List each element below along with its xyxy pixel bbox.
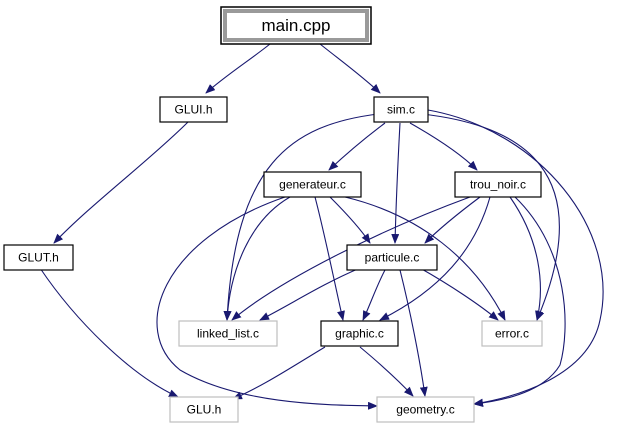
node-glui-h-label: GLUI.h — [174, 103, 212, 117]
edge-main-cpp-to-glui-h — [205, 43, 271, 94]
node-graphic-c-label: graphic.c — [335, 327, 384, 341]
node-graphic-c[interactable]: graphic.c — [320, 320, 399, 347]
edge-particule-c-to-graphic-c — [362, 269, 386, 321]
edge-main-cpp-to-sim-c — [319, 43, 381, 94]
edge-particule-c-to-linked-list-c — [259, 267, 361, 321]
node-sim-c-label: sim.c — [387, 103, 415, 117]
edge-generateur-c-to-geometry-c — [156, 196, 378, 410]
nodes: main.cpp GLUI.h sim.c GLUT.h generateur.… — [3, 6, 543, 423]
node-particule-c-label: particule.c — [365, 251, 420, 265]
node-geometry-c[interactable]: geometry.c — [376, 396, 475, 423]
edge-generateur-c-to-error-c — [344, 196, 506, 321]
edge-trou-noir-c-to-linked-list-c — [231, 196, 471, 321]
node-glu-h[interactable]: GLU.h — [169, 396, 239, 423]
edge-generateur-c-to-graphic-c — [314, 196, 345, 321]
edge-sim-c-to-particule-c — [391, 122, 401, 244]
edge-generateur-c-to-particule-c — [329, 196, 371, 244]
edge-generateur-c-to-linked-list-c — [223, 196, 291, 321]
edge-sim-c-to-trou-noir-c — [409, 122, 478, 171]
edge-particule-c-to-error-c — [419, 267, 499, 321]
node-error-c[interactable]: error.c — [481, 320, 543, 347]
node-glut-h[interactable]: GLUT.h — [3, 244, 74, 271]
edge-trou-noir-c-to-geometry-c — [473, 196, 566, 407]
node-generateur-c[interactable]: generateur.c — [263, 171, 362, 198]
node-linked-list-c-label: linked_list.c — [197, 327, 259, 341]
node-error-c-label: error.c — [495, 327, 529, 341]
edge-trou-noir-c-to-graphic-c — [379, 196, 491, 321]
node-main-cpp[interactable]: main.cpp — [220, 6, 372, 45]
edge-glui-h-to-glut-h — [53, 121, 189, 244]
node-sim-c[interactable]: sim.c — [373, 96, 429, 123]
edge-sim-c-to-geometry-c — [427, 109, 604, 407]
edges — [39, 43, 604, 410]
edge-sim-c-to-error-c — [421, 113, 560, 321]
edge-sim-c-to-generateur-c — [328, 122, 386, 171]
edge-sim-c-to-linked-list-c — [223, 113, 379, 321]
edge-graphic-c-to-geometry-c — [359, 346, 414, 397]
node-geometry-c-label: geometry.c — [396, 403, 454, 417]
node-particule-c[interactable]: particule.c — [346, 244, 438, 271]
node-linked-list-c[interactable]: linked_list.c — [178, 320, 278, 347]
node-generateur-c-label: generateur.c — [279, 178, 346, 192]
edge-glut-h-to-glu-h — [39, 267, 179, 398]
node-glut-h-label: GLUT.h — [18, 251, 59, 265]
node-glui-h[interactable]: GLUI.h — [159, 96, 228, 123]
node-main-cpp-label: main.cpp — [262, 16, 331, 35]
edge-particule-c-to-geometry-c — [399, 269, 428, 397]
node-trou-noir-c[interactable]: trou_noir.c — [454, 171, 542, 198]
node-trou-noir-c-label: trou_noir.c — [470, 178, 526, 192]
edge-graphic-c-to-glu-h — [232, 346, 326, 400]
node-glu-h-label: GLU.h — [187, 403, 222, 417]
edge-trou-noir-c-to-particule-c — [424, 196, 481, 244]
edge-trou-noir-c-to-error-c — [509, 196, 543, 321]
